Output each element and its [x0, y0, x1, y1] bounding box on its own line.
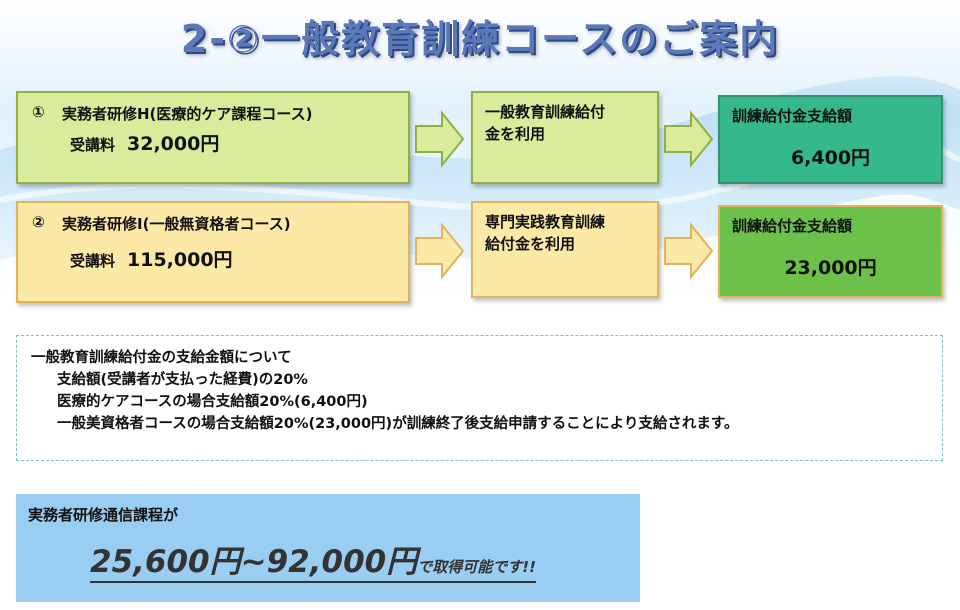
benefit-text: 一般教育訓練給付 金を利用: [485, 101, 651, 145]
result-box-2: 訓練給付金支給額 23,000円: [718, 205, 943, 298]
right-arrow-icon: [664, 222, 714, 280]
right-arrow-icon: [664, 110, 714, 168]
course-fee: 受講料 115,000円: [70, 245, 233, 272]
course-box-1: ① 実務者研修H(医療的ケア課程コース) 受講料 32,000円: [16, 91, 410, 184]
fee-label: 受講料: [70, 136, 116, 154]
promo-price-range: 25,600円~92,000円で取得可能です!!: [90, 536, 536, 583]
promo-suffix: で取得可能です!!: [417, 558, 536, 576]
course-fee: 受講料 32,000円: [70, 129, 219, 156]
benefit-note: 一般教育訓練給付金の支給金額について 支給額(受講者が支払った経費)の20% 医…: [16, 335, 943, 461]
fee-amount: 32,000円: [127, 133, 220, 155]
promo-label: 実務者研修通信課程が: [28, 506, 179, 524]
right-arrow-icon: [415, 222, 465, 280]
benefit-text: 専門実践教育訓練 給付金を利用: [485, 211, 651, 255]
benefit-line: 金を利用: [485, 125, 546, 143]
note-line: 一般美資格者コースの場合支給額20%(23,000円)が訓練終了後支給申請するこ…: [57, 416, 739, 432]
result-amount: 23,000円: [784, 257, 877, 279]
course-number: ①: [32, 103, 45, 121]
benefit-line: 給付金を利用: [485, 235, 576, 253]
note-heading: 一般教育訓練給付金の支給金額について: [31, 350, 292, 366]
benefit-line: 専門実践教育訓練: [485, 213, 606, 231]
fee-label: 受講料: [70, 252, 116, 270]
benefit-box-2: 専門実践教育訓練 給付金を利用: [471, 201, 659, 298]
course-number: ②: [32, 213, 45, 231]
result-amount: 6,400円: [790, 147, 871, 169]
result-label: 訓練給付金支給額: [732, 217, 853, 235]
result-box-1: 訓練給付金支給額 6,400円: [718, 95, 943, 184]
right-arrow-icon: [415, 110, 465, 168]
course-name: 実務者研修I(一般無資格者コース): [62, 215, 291, 233]
course-name: 実務者研修H(医療的ケア課程コース): [62, 105, 313, 123]
note-line: 支給額(受講者が支払った経費)の20%: [57, 372, 308, 388]
result-label: 訓練給付金支給額: [732, 107, 853, 125]
benefit-line: 一般教育訓練給付: [485, 103, 606, 121]
fee-amount: 115,000円: [127, 249, 233, 271]
promo-banner: 実務者研修通信課程が 25,600円~92,000円で取得可能です!!: [16, 494, 640, 602]
note-line: 医療的ケアコースの場合支給額20%(6,400円): [57, 394, 368, 410]
benefit-box-1: 一般教育訓練給付 金を利用: [471, 91, 659, 184]
page-title: 2-②一般教育訓練コースのご案内: [180, 17, 780, 61]
promo-range-value: 25,600円~92,000円: [90, 544, 418, 580]
course-box-2: ② 実務者研修I(一般無資格者コース) 受講料 115,000円: [16, 201, 410, 303]
